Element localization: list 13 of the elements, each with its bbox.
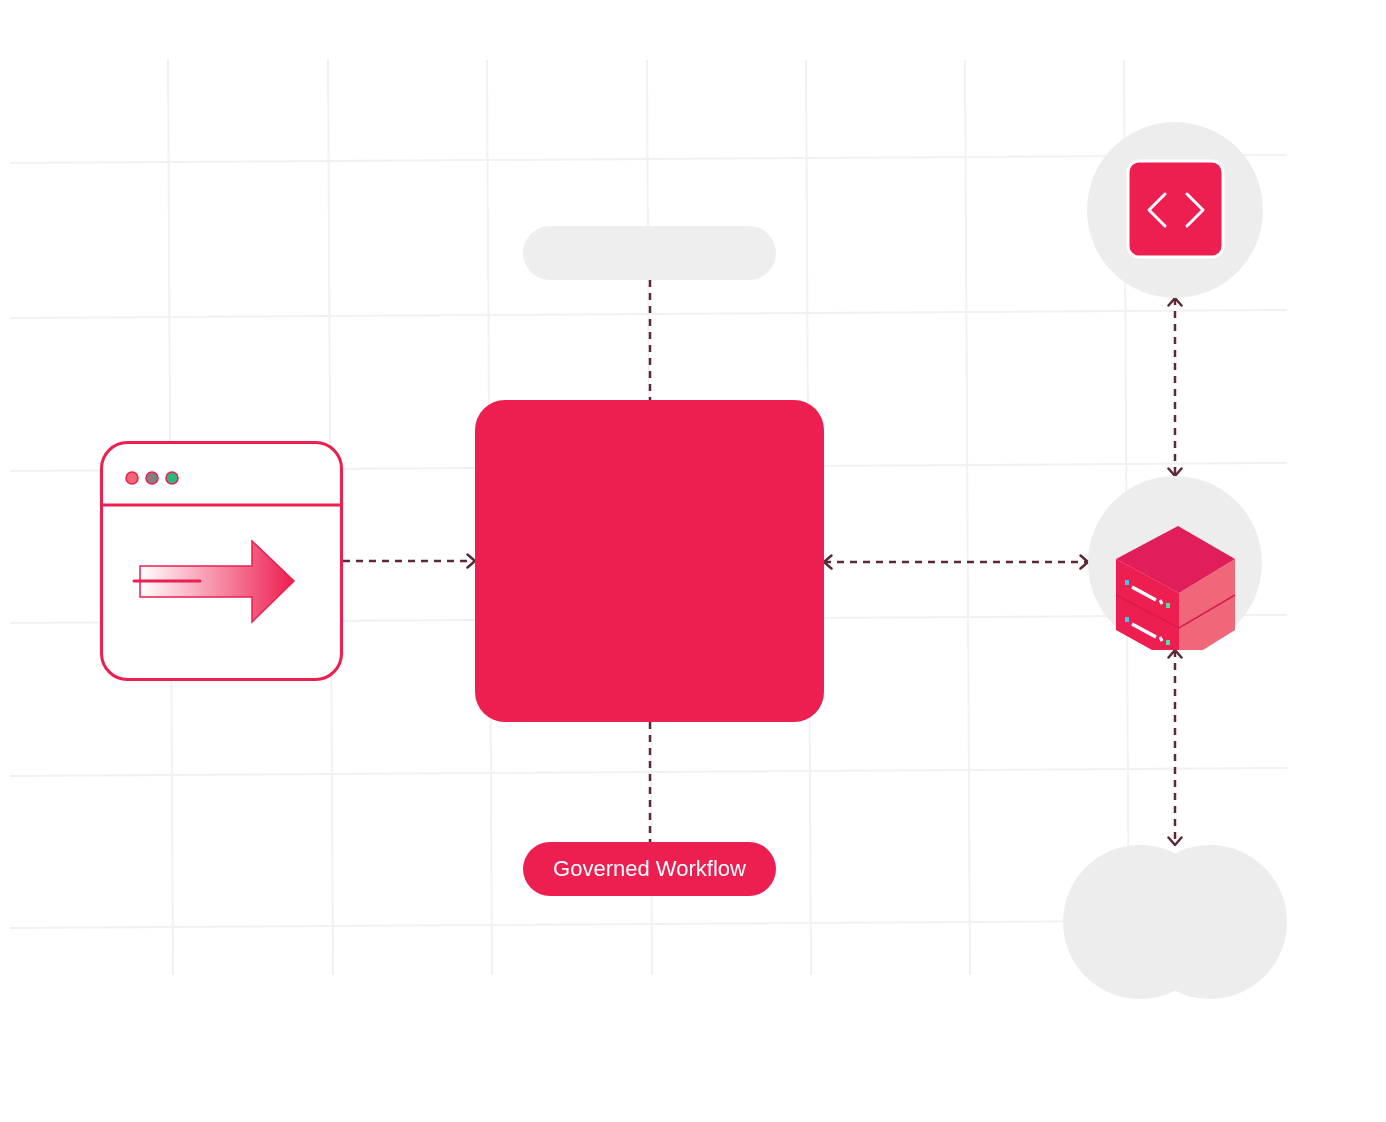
dashed-line bbox=[648, 280, 652, 400]
double-circle-shape bbox=[1063, 845, 1287, 999]
dashed-arrow bbox=[1167, 648, 1183, 847]
dashed-arrow bbox=[822, 554, 1090, 570]
server-stack-icon bbox=[1088, 476, 1262, 650]
browser-window-illustration bbox=[100, 441, 343, 681]
process-box bbox=[475, 400, 824, 722]
dashed-arrow bbox=[343, 553, 477, 569]
dashed-arrow bbox=[1167, 296, 1183, 478]
empty-pill bbox=[523, 226, 776, 280]
workflow-pill: Governed Workflow bbox=[523, 842, 776, 896]
dashed-line bbox=[648, 722, 652, 842]
code-icon bbox=[1087, 122, 1263, 298]
